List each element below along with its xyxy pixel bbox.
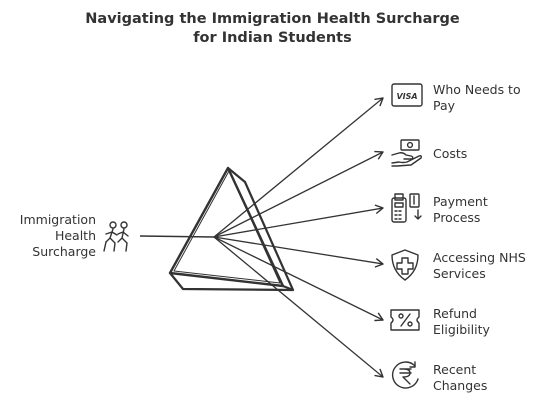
ray-accessing-nhs-services xyxy=(213,236,384,268)
money-hand-icon xyxy=(391,139,422,167)
label-line: Services xyxy=(433,266,486,281)
incoming-beam xyxy=(139,235,215,238)
label-line: Refund xyxy=(433,306,477,321)
label-recent-changes: Recent Changes xyxy=(433,362,543,394)
medical-shield-icon xyxy=(391,249,419,281)
visa-card-icon: VISA xyxy=(391,83,423,107)
ray-recent-changes xyxy=(213,236,384,378)
label-line: Who Needs to xyxy=(433,82,521,97)
rays xyxy=(213,97,384,378)
label-line: Process xyxy=(433,210,481,225)
ray-who-needs-to-pay xyxy=(213,97,384,238)
prism xyxy=(168,166,295,292)
source-label-line-2: Health xyxy=(54,228,96,243)
source-label: Immigration Health Surcharge xyxy=(8,212,96,260)
rupee-refresh-icon xyxy=(392,361,419,389)
label-line: Costs xyxy=(433,146,468,161)
discount-ticket-icon xyxy=(390,309,420,331)
label-accessing-nhs-services: Accessing NHS Services xyxy=(433,250,543,282)
label-line: Accessing NHS xyxy=(433,250,526,265)
label-line: Payment xyxy=(433,194,488,209)
payment-terminal-icon xyxy=(391,193,422,223)
label-line: Changes xyxy=(433,378,488,393)
label-costs: Costs xyxy=(433,146,543,162)
svg-text:VISA: VISA xyxy=(396,92,417,101)
label-who-needs-to-pay: Who Needs to Pay xyxy=(433,82,543,114)
title-line-1: Navigating the Immigration Health Surcha… xyxy=(85,11,460,27)
label-line: Eligibility xyxy=(433,322,490,337)
ray-payment-process xyxy=(213,204,384,238)
label-payment-process: Payment Process xyxy=(433,194,543,226)
title-line-2: for Indian Students xyxy=(193,30,352,46)
people-walking-icon xyxy=(103,221,129,252)
ray-refund-eligibility xyxy=(213,236,384,322)
label-refund-eligibility: Refund Eligibility xyxy=(433,306,543,338)
source-label-line-1: Immigration xyxy=(19,212,96,227)
label-line: Recent xyxy=(433,362,477,377)
source-label-line-3: Surcharge xyxy=(32,244,96,259)
ray-costs xyxy=(213,150,384,238)
label-line: Pay xyxy=(433,98,456,113)
